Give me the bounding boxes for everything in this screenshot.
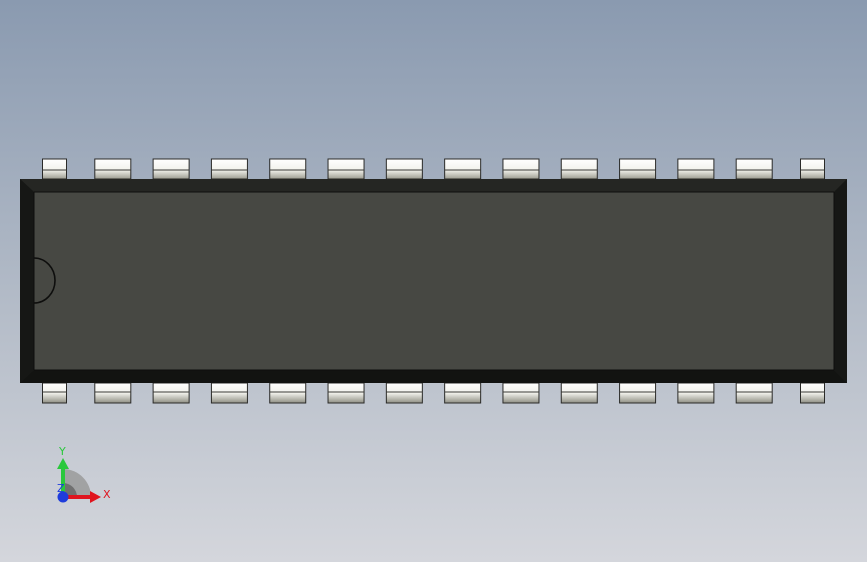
z-axis-label: Z bbox=[57, 482, 65, 495]
ic-pin-top bbox=[735, 158, 773, 180]
ic-top-surface bbox=[34, 192, 834, 370]
ic-pin-top bbox=[269, 158, 307, 180]
ic-pin-bottom bbox=[502, 382, 540, 404]
ic-pin-top bbox=[502, 158, 540, 180]
coordinate-triad: Y X Z bbox=[57, 445, 111, 503]
ic-pin-bottom bbox=[210, 382, 248, 404]
ic-pin-bottom bbox=[385, 382, 423, 404]
ic-pin-top bbox=[619, 158, 657, 180]
ic-pin-bottom bbox=[735, 382, 773, 404]
ic-pin-top bbox=[42, 158, 67, 180]
ic-bezel-left-face bbox=[20, 179, 34, 383]
ic-pin-bottom bbox=[42, 382, 67, 404]
ic-bezel-right-face bbox=[834, 179, 847, 383]
x-axis-label: X bbox=[103, 488, 111, 501]
ic-pin-top bbox=[152, 158, 190, 180]
ic-pin-top bbox=[210, 158, 248, 180]
pin1-notch bbox=[33, 257, 56, 304]
y-axis-label: Y bbox=[58, 445, 66, 458]
ic-pin-top bbox=[94, 158, 132, 180]
ic-bezel-bottom-face bbox=[20, 370, 847, 383]
y-axis-arrow-head bbox=[57, 458, 69, 469]
ic-pin-bottom bbox=[327, 382, 365, 404]
x-axis-arrow-head bbox=[90, 491, 101, 503]
ic-pin-bottom bbox=[444, 382, 482, 404]
pins-top-row bbox=[42, 158, 825, 180]
ic-pin-top bbox=[800, 158, 825, 180]
ic-pin-bottom bbox=[800, 382, 825, 404]
ic-pin-top bbox=[327, 158, 365, 180]
z-axis-dot bbox=[57, 491, 69, 503]
pins-bottom-row bbox=[42, 382, 825, 404]
ic-pin-bottom bbox=[560, 382, 598, 404]
ic-pin-bottom bbox=[152, 382, 190, 404]
ic-pin-bottom bbox=[94, 382, 132, 404]
ic-pin-top bbox=[385, 158, 423, 180]
ic-pin-top bbox=[444, 158, 482, 180]
ic-pin-top bbox=[560, 158, 598, 180]
ic-pin-top bbox=[677, 158, 715, 180]
ic-pin-bottom bbox=[677, 382, 715, 404]
ic-pin-bottom bbox=[269, 382, 307, 404]
ic-package-body[interactable] bbox=[20, 179, 847, 383]
ic-pin-bottom bbox=[619, 382, 657, 404]
ic-bezel-top-face bbox=[20, 179, 847, 192]
